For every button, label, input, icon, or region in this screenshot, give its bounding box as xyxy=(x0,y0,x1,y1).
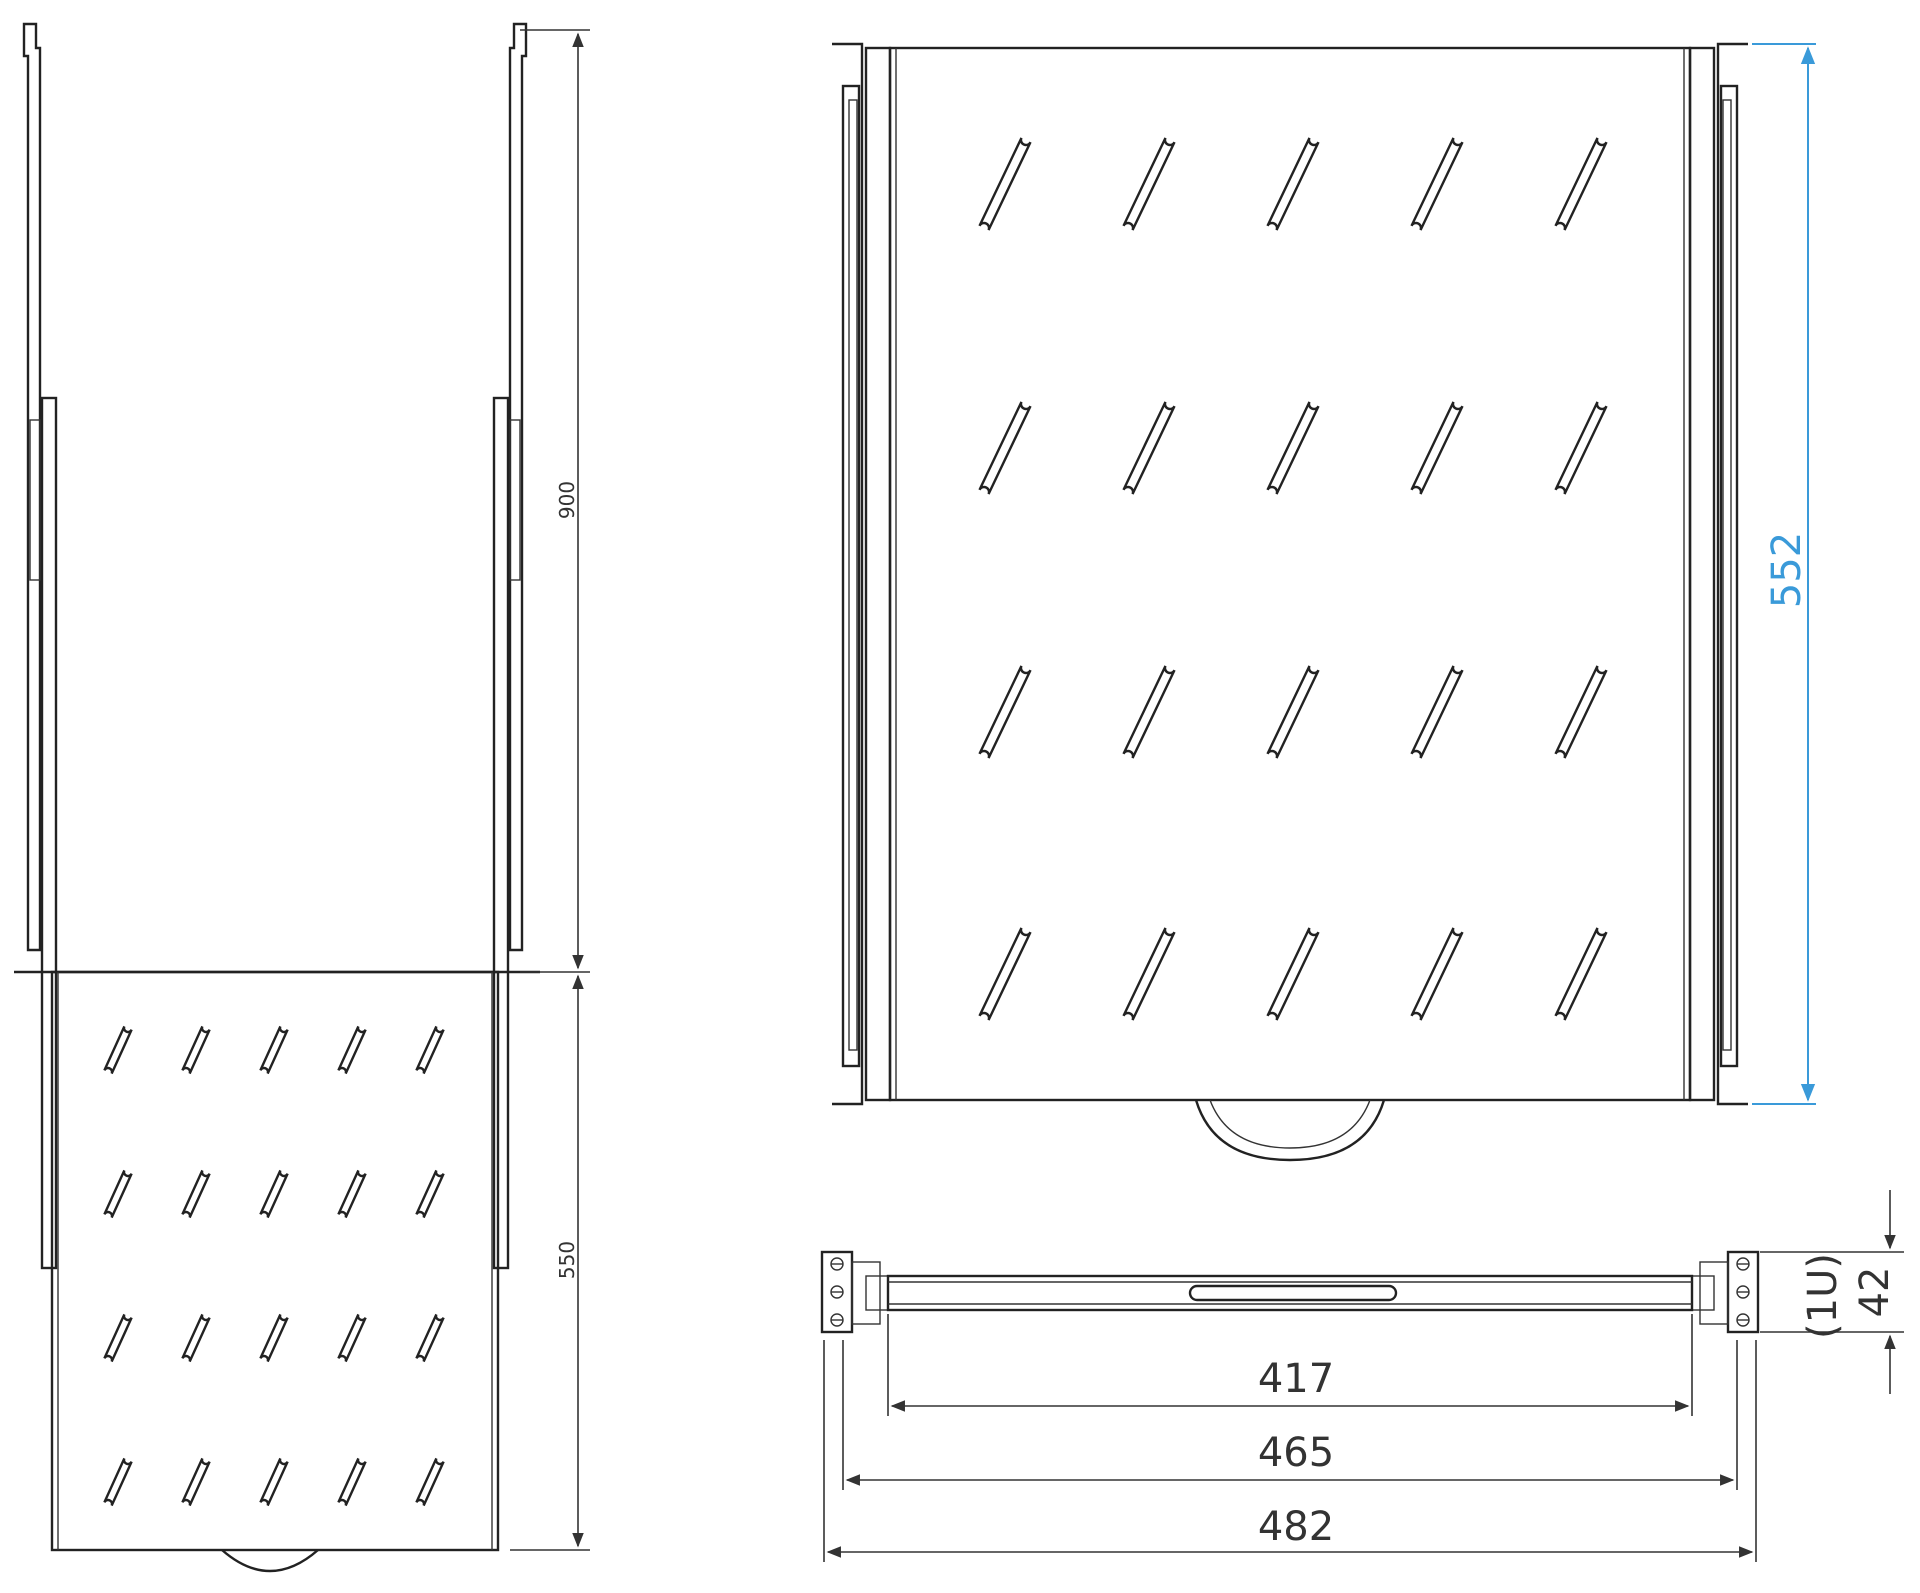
top-vent-slot xyxy=(978,137,1032,231)
top-vent-slots xyxy=(978,137,1608,1021)
dim-label-42: 42 xyxy=(1852,1267,1898,1318)
dim-label-465: 465 xyxy=(1258,1430,1334,1476)
shelf-plate xyxy=(888,46,1692,1102)
side-vent-slot xyxy=(259,1025,289,1075)
extended-shelf xyxy=(50,970,500,1552)
top-vent-slot xyxy=(1410,401,1464,495)
mounting-holes xyxy=(830,1257,1750,1327)
side-vent-slot xyxy=(337,1313,367,1363)
left-slide-outer xyxy=(40,396,58,1270)
side-vent-slot xyxy=(415,1313,445,1363)
side-vent-slots xyxy=(103,1025,445,1507)
top-vent-slot xyxy=(978,401,1032,495)
dim-label-550: 550 xyxy=(555,1241,579,1279)
side-vent-slot xyxy=(181,1169,211,1219)
top-vent-slot xyxy=(978,665,1032,759)
side-vent-slot xyxy=(259,1169,289,1219)
top-vent-slot xyxy=(1554,137,1608,231)
left-slide-bracket xyxy=(29,419,41,581)
top-view: 552 xyxy=(832,42,1816,1162)
top-vent-slot xyxy=(1554,401,1608,495)
top-vent-slot xyxy=(1410,137,1464,231)
top-vent-slot xyxy=(1122,927,1176,1021)
left-rail-outline xyxy=(22,22,42,952)
side-vent-slot xyxy=(181,1457,211,1507)
side-vent-slot xyxy=(415,1025,445,1075)
dim-label-900: 900 xyxy=(555,481,579,519)
dim-label-482: 482 xyxy=(1258,1504,1334,1550)
top-vent-slot xyxy=(1266,927,1320,1021)
left-slide-rail xyxy=(841,84,861,1068)
side-vent-slot xyxy=(337,1025,367,1075)
top-vent-slot xyxy=(1266,137,1320,231)
top-vent-slot xyxy=(1554,665,1608,759)
top-vent-slot xyxy=(1554,927,1608,1021)
shelf-handle xyxy=(221,1549,319,1573)
right-slide-rail xyxy=(1719,84,1739,1068)
top-vent-slot xyxy=(1122,401,1176,495)
top-vent-slot xyxy=(1266,665,1320,759)
top-vent-slot xyxy=(1410,665,1464,759)
side-vent-slot xyxy=(337,1457,367,1507)
side-vent-slot xyxy=(103,1169,133,1219)
side-vent-slot xyxy=(181,1025,211,1075)
side-vent-slot xyxy=(103,1025,133,1075)
top-vent-slot xyxy=(1410,927,1464,1021)
side-vent-slot xyxy=(259,1457,289,1507)
right-slide-outer xyxy=(492,396,510,1270)
side-vent-slot xyxy=(415,1169,445,1219)
side-view: 900 550 xyxy=(14,22,590,1573)
side-vent-slot xyxy=(337,1169,367,1219)
dim-label-1u: (1U) xyxy=(1800,1253,1846,1339)
dim-label-552: 552 xyxy=(1764,532,1810,608)
top-vent-slot xyxy=(1266,401,1320,495)
shelf-handle-top xyxy=(1194,1099,1386,1162)
side-vent-slot xyxy=(103,1457,133,1507)
side-vent-slot xyxy=(259,1313,289,1363)
top-vent-slot xyxy=(1122,137,1176,231)
top-vent-slot xyxy=(978,927,1032,1021)
right-slide-bracket xyxy=(509,419,521,581)
right-rail-outline xyxy=(508,22,528,952)
front-handle-slot xyxy=(1188,1284,1398,1302)
shelf-front xyxy=(886,1274,1694,1312)
side-vent-slot xyxy=(181,1313,211,1363)
side-vent-slot xyxy=(415,1457,445,1507)
top-vent-slot xyxy=(1122,665,1176,759)
front-view: 417 465 482 42 (1U) xyxy=(820,1190,1904,1562)
dim-label-417: 417 xyxy=(1258,1356,1334,1402)
side-vent-slot xyxy=(103,1313,133,1363)
